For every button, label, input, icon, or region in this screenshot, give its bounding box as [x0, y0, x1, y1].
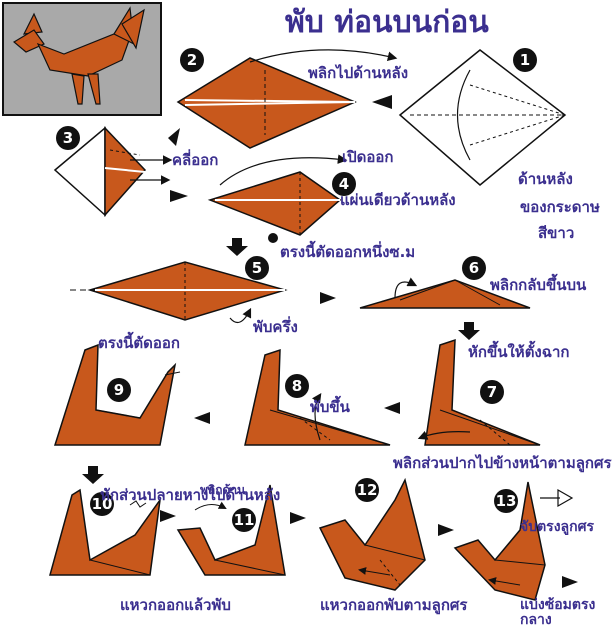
label-fold-half: พับครึ่ง — [253, 318, 298, 336]
step-number: 1 — [513, 48, 537, 72]
step-number: 4 — [332, 172, 356, 196]
label-flip-side: พลิกด้าน — [200, 483, 246, 497]
step4-diagram — [207, 154, 348, 243]
label-flip-beak: พลิกส่วนปากไปข้างหน้าตามลูกศร — [393, 454, 612, 472]
label-bend-inward-mid: แบ่งซ้อมตรงกลาง — [520, 597, 596, 629]
label-back-side: ด้านหลัง — [518, 170, 573, 188]
label-cut-1cm: ตรงนี้ตัดออกหนึ่งซ.ม — [280, 243, 416, 261]
label-spread-and-fold: แหวกออกแล้วพับ — [120, 596, 231, 614]
step8-diagram — [244, 348, 391, 446]
step-number: 11 — [232, 508, 256, 532]
step-number: 7 — [480, 380, 504, 404]
label-open-out: เปิดออก — [342, 148, 394, 166]
step-number: 8 — [285, 374, 309, 398]
step-number: 13 — [494, 489, 518, 513]
finished-rooster-thumbnail — [2, 2, 162, 116]
label-flip-back: พลิกไปด้านหลัง — [308, 64, 409, 82]
step5-diagram — [70, 261, 290, 324]
label-of-paper: ของกระดาษ — [520, 198, 600, 216]
label-fold-up: พับขึ้น — [310, 398, 350, 416]
step-number: 12 — [355, 478, 379, 502]
step-number: 2 — [180, 48, 204, 72]
label-hold-arrow: จับตรงลูกศร — [520, 519, 594, 535]
label-cut-here: ตรงนี้ตัดออก — [98, 334, 180, 352]
step-number: 3 — [56, 126, 80, 150]
step11-diagram — [176, 484, 286, 576]
label-white: สีขาว — [538, 224, 575, 242]
label-flip-up: พลิกกลับขึ้นบน — [490, 276, 587, 294]
step6-diagram — [359, 277, 531, 309]
step2-diagram — [176, 49, 398, 149]
step-number: 5 — [245, 256, 269, 280]
step13-diagram — [453, 481, 574, 601]
step10-diagram — [49, 488, 161, 576]
label-spread-out: คลี่ออก — [172, 151, 219, 169]
step-number: 6 — [462, 256, 486, 280]
label-spread-fold-arrow: แหวกออกพับตามลูกศร — [320, 596, 468, 614]
step-number: 9 — [107, 378, 131, 402]
label-bend-tail-back: หักส่วนปลายหางไปด้านหลัง — [100, 486, 281, 504]
rooster-icon — [12, 6, 145, 105]
step-number: 10 — [90, 492, 114, 516]
step1-diagram — [398, 49, 567, 186]
step7-diagram — [417, 338, 541, 446]
step9-diagram — [53, 343, 181, 446]
page-title: พับ ท่อนบนก่อน — [285, 5, 489, 40]
label-single-layer-back: แผ่นเดียวด้านหลัง — [340, 191, 456, 209]
step3-diagram — [53, 126, 173, 217]
step12-diagram — [318, 477, 426, 591]
label-bend-up-right-angle: หักขึ้นให้ตั้งฉาก — [468, 343, 570, 361]
